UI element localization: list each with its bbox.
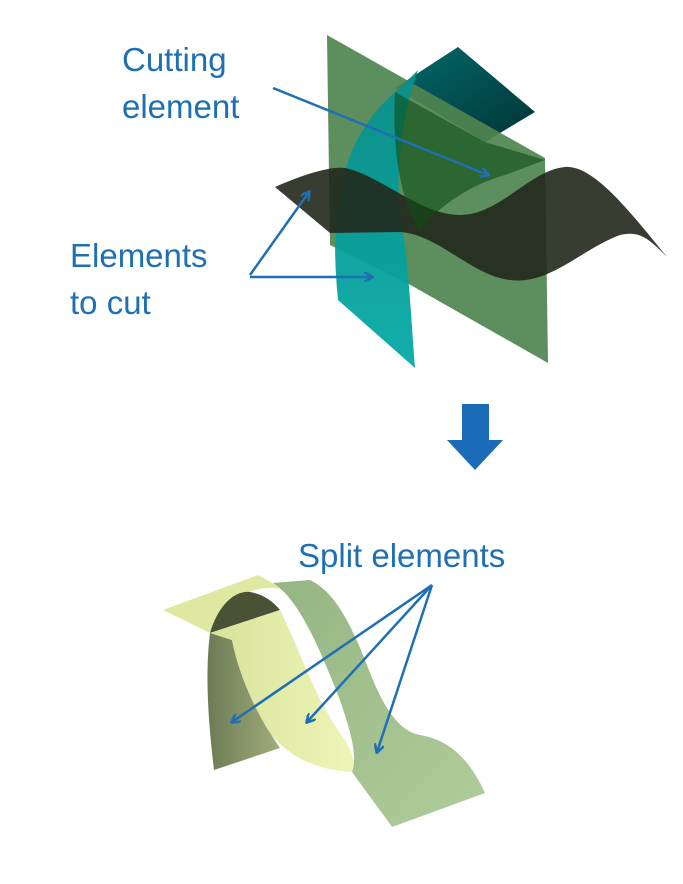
teal-plane bbox=[395, 47, 535, 142]
split-geometry bbox=[163, 575, 485, 827]
arrow-split-3 bbox=[377, 584, 434, 752]
split-element-dark bbox=[207, 633, 280, 770]
split-element-green bbox=[273, 580, 485, 827]
arrow-elements-to-cut-1 bbox=[248, 192, 309, 276]
down-arrow-icon bbox=[447, 404, 503, 470]
arrow-cutting-element bbox=[272, 86, 488, 175]
input-geometry bbox=[275, 35, 667, 368]
split-inner-shadow bbox=[210, 591, 280, 633]
label-cutting-element: Cutting element bbox=[122, 36, 239, 130]
label-split-elements: Split elements bbox=[298, 537, 506, 574]
split-element-pale bbox=[210, 610, 354, 772]
label-elements-line1: Elements bbox=[70, 237, 208, 274]
bottom-arrows bbox=[232, 583, 434, 752]
label-elements-line2: to cut bbox=[70, 284, 151, 321]
label-cutting-line2: element bbox=[122, 88, 240, 125]
top-arrows bbox=[248, 86, 488, 277]
green-overlap bbox=[394, 92, 545, 230]
arrow-split-1 bbox=[232, 583, 433, 722]
label-cutting-line1: Cutting bbox=[122, 41, 227, 78]
arrow-split-2 bbox=[307, 584, 433, 722]
split-top-flap bbox=[163, 575, 285, 633]
label-elements-to-cut: Elements to cut bbox=[70, 232, 208, 326]
dark-wavy-surface bbox=[275, 166, 667, 281]
